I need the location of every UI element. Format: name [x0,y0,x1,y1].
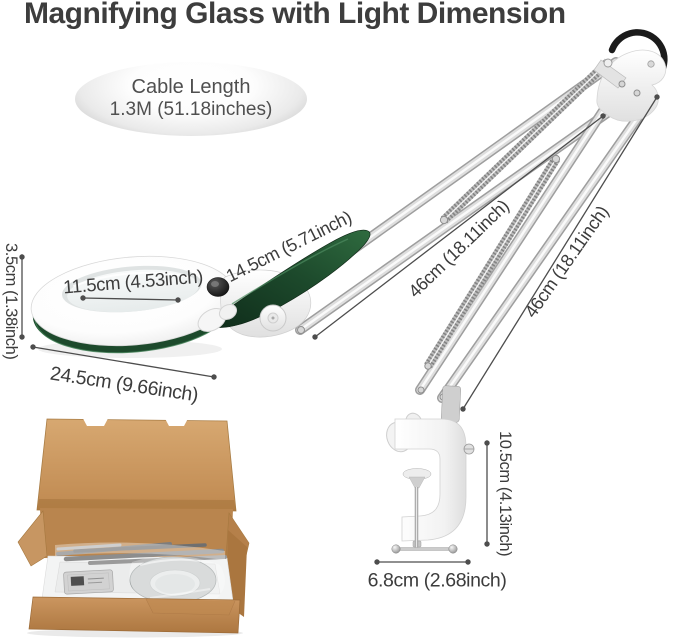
cable-length-callout: Cable Length 1.3M (51.18inches) [75,62,307,136]
desk-clamp [386,385,475,554]
dim-head-thickness-label: 3.5cm (1.38inch) [2,243,20,360]
head-pivot-joint [197,303,287,332]
elbow-joint [593,29,668,122]
upper-arm-spring [439,58,612,225]
page-title: Magnifying Glass with Light Dimension [24,0,566,30]
magnifier-head [30,229,371,358]
cable-length-value: 1.3M (51.18inches) [109,99,273,121]
dim-clamp-height-line [484,440,490,547]
dimension-lines [19,94,660,565]
packaging-box [17,418,250,638]
lower-arm [415,77,651,403]
packed-lens-ring [129,555,225,606]
lower-arm-spring [424,154,561,370]
packed-accessory-box [63,569,114,595]
box-lid [36,418,237,512]
dim-head-thickness-line [19,254,25,340]
dim-clamp-width-label: 6.8cm (2.68inch) [367,569,507,592]
scissor-arm-assembly [283,29,668,403]
cable-length-label: Cable Length [131,76,251,99]
dim-clamp-width-line [374,559,471,565]
dimmer-knob [206,277,230,297]
dim-clamp-height-label: 10.5cm (4.13inch) [496,431,514,557]
dim-lens-diameter-line [80,295,181,303]
dim-lower-arm-line [460,94,660,412]
dim-head-width-line [30,344,217,380]
clamp-screw [391,468,458,554]
clamp-body [394,418,467,542]
dim-upper-arm-line [312,113,606,340]
clamp-post [440,385,462,423]
magnifier-lens [67,269,199,313]
